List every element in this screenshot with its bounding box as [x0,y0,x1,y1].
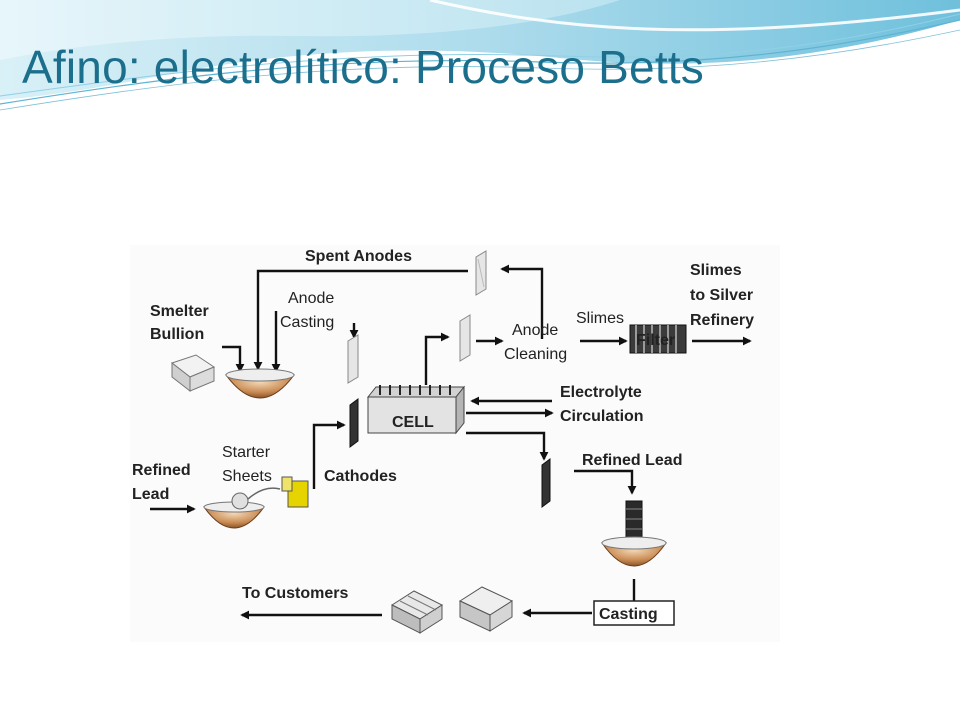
label-to-customers: To Customers [242,585,348,602]
filter-press-icon: Filter [629,324,687,354]
label-refined-lead-out: Refined Lead [582,452,682,469]
label-cathodes: Cathodes [324,468,397,485]
refining-kettle-icon [601,536,667,567]
label-cell: CELL [392,414,434,431]
spent-anode-plate-icon [475,250,487,296]
label-starter-sheets: Starter Sheets [222,444,274,485]
cathode-plate-icon [349,398,359,448]
label-slimes-to-silver-refinery: Slimes to Silver Refinery [690,262,758,329]
melting-kettle-icon [225,368,295,399]
slide-title: Afino: electrolítico: Proceso Betts [22,41,704,93]
label-slimes: Slimes [576,310,624,327]
bullion-block-icon [170,354,216,393]
arrow-bullion-to-kettle [222,345,245,373]
electrolytic-cell-icon: CELL [366,385,466,435]
label-spent-anodes: Spent Anodes [305,248,412,265]
casting-box [593,600,675,626]
cast-anode-plate-icon [347,334,359,384]
arrow-cell-to-refined-cathode [466,431,549,461]
label-smelter-bullion: Smelter Bullion [150,303,213,343]
starter-sheet-kettle-icon [203,487,281,529]
spent-anodes-flow [253,264,544,373]
label-anode-casting: Anode Casting [280,290,339,331]
label-anode-cleaning: Anode Cleaning [504,322,567,363]
betts-process-diagram: Spent Anodes Smelter Bullion Anode Casti… [130,245,780,642]
diagram-background [130,245,780,642]
label-electrolyte-circulation: Electrolyte Circulation [560,384,646,425]
label-filter: Filter [636,332,675,349]
label-casting: Casting [599,606,658,623]
arrow-refined-lead-to-kettle [574,469,637,495]
arrow-cell-to-anode-cleaning [424,332,450,385]
arrow-starter-sheets-to-cathodes [312,420,346,489]
header-wave-decoration [0,0,960,111]
used-anode-plate-icon [459,314,471,362]
refined-cathode-plate-icon [541,458,551,508]
ingot-stack-icon [390,586,514,634]
starter-sheet-machine-icon [281,476,309,508]
label-refined-lead-in: Refined Lead [132,462,195,503]
